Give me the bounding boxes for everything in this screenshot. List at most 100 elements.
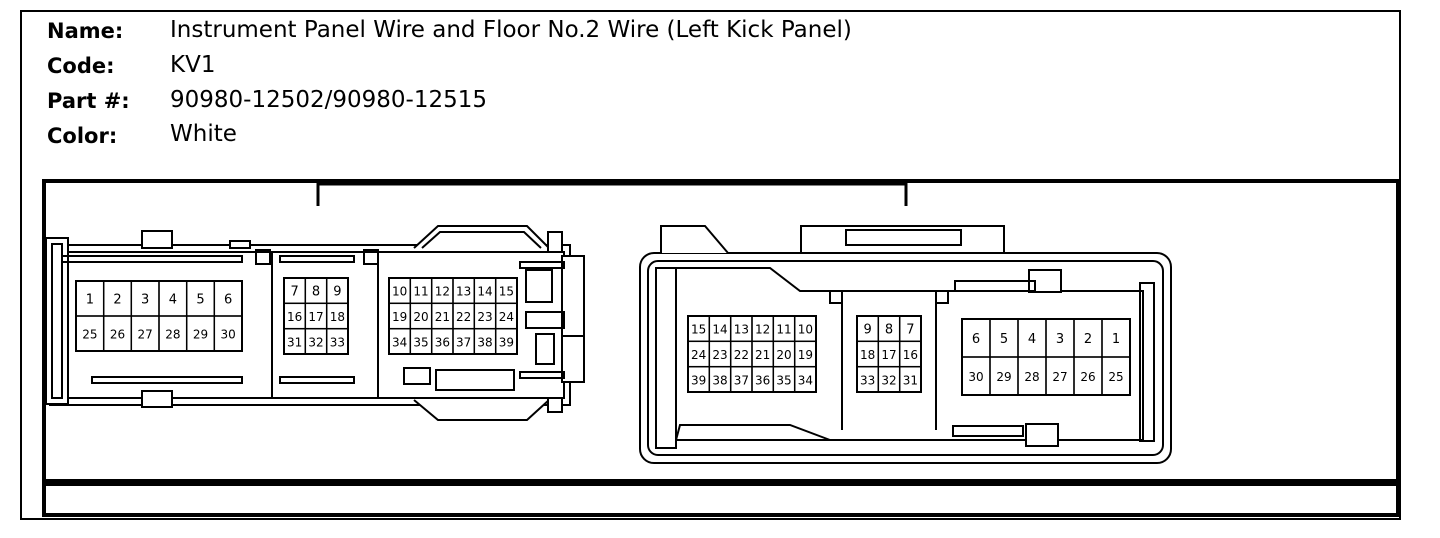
pin-number: 38 bbox=[712, 373, 727, 387]
pin-number: 39 bbox=[499, 335, 514, 349]
pin-number: 6 bbox=[972, 332, 980, 347]
pin-number: 13 bbox=[456, 285, 471, 299]
pin-number: 35 bbox=[413, 335, 428, 349]
pin-number: 31 bbox=[287, 335, 302, 349]
pin-cell bbox=[213, 315, 243, 352]
pin-number: 36 bbox=[755, 373, 770, 387]
pin-number: 21 bbox=[755, 348, 770, 362]
pin-number: 8 bbox=[885, 323, 893, 338]
pin-number: 24 bbox=[499, 310, 514, 324]
pin-number: 32 bbox=[308, 335, 323, 349]
left-pin-block-a: 1 2 3 4 5 6 25 26 27 28 29 30 bbox=[75, 280, 243, 352]
pin-number: 34 bbox=[798, 373, 813, 387]
pin-number: 1 bbox=[1112, 332, 1120, 347]
pin-number: 7 bbox=[291, 285, 299, 300]
pin-number: 26 bbox=[110, 328, 125, 342]
pin-number: 25 bbox=[1108, 370, 1123, 384]
pin-number: 33 bbox=[860, 373, 875, 387]
pin-number: 4 bbox=[1028, 332, 1036, 347]
pin-number: 17 bbox=[308, 310, 323, 324]
color-value: White bbox=[170, 121, 237, 147]
pin-number: 23 bbox=[712, 348, 727, 362]
pin-number: 11 bbox=[413, 285, 428, 299]
pin-number: 1 bbox=[86, 293, 94, 308]
pin-cell bbox=[793, 365, 817, 393]
pin-number: 8 bbox=[312, 285, 320, 300]
pin-number: 16 bbox=[287, 310, 302, 324]
pin-number: 19 bbox=[798, 348, 813, 362]
pin-number: 10 bbox=[392, 285, 407, 299]
pin-number: 37 bbox=[456, 335, 471, 349]
pin-number: 12 bbox=[755, 323, 770, 337]
pin-number: 24 bbox=[691, 348, 706, 362]
part-label: Part #: bbox=[47, 89, 130, 113]
pin-number: 13 bbox=[734, 323, 749, 337]
pin-number: 23 bbox=[477, 310, 492, 324]
pin-number: 28 bbox=[165, 328, 180, 342]
pin-number: 5 bbox=[196, 293, 204, 308]
pin-number: 14 bbox=[477, 285, 492, 299]
pin-number: 29 bbox=[996, 370, 1011, 384]
pin-number: 5 bbox=[1000, 332, 1008, 347]
pin-cell bbox=[494, 327, 518, 355]
left-connector-housing bbox=[45, 225, 585, 421]
pin-number: 37 bbox=[734, 373, 749, 387]
pin-number: 35 bbox=[776, 373, 791, 387]
pin-number: 26 bbox=[1080, 370, 1095, 384]
pin-number: 22 bbox=[734, 348, 749, 362]
part-value: 90980-12502/90980-12515 bbox=[170, 87, 488, 113]
pin-number: 7 bbox=[906, 323, 914, 338]
pin-number: 3 bbox=[141, 293, 149, 308]
pin-number: 32 bbox=[881, 373, 896, 387]
right-connector-housing bbox=[639, 225, 1172, 464]
pin-number: 20 bbox=[413, 310, 428, 324]
pin-number: 34 bbox=[392, 335, 407, 349]
pin-number: 29 bbox=[193, 328, 208, 342]
pin-number: 2 bbox=[1084, 332, 1092, 347]
pin-number: 2 bbox=[113, 293, 121, 308]
right-pin-block-a: 15 14 13 12 11 10 24 23 22 21 20 19 39 38 37 36 35 34 bbox=[687, 315, 817, 393]
pin-number: 39 bbox=[691, 373, 706, 387]
color-label: Color: bbox=[47, 124, 118, 148]
code-value: KV1 bbox=[170, 52, 216, 78]
pin-number: 19 bbox=[392, 310, 407, 324]
pin-number: 30 bbox=[221, 328, 236, 342]
pin-block-frame bbox=[856, 315, 922, 393]
pin-number: 21 bbox=[435, 310, 450, 324]
drawing-frame bbox=[42, 179, 1400, 483]
name-value: Instrument Panel Wire and Floor No.2 Wir… bbox=[170, 17, 852, 43]
pin-cell bbox=[325, 327, 349, 355]
pin-number: 25 bbox=[82, 328, 97, 342]
bottom-strip bbox=[42, 482, 1400, 517]
pin-number: 27 bbox=[138, 328, 153, 342]
pin-number: 18 bbox=[860, 348, 875, 362]
pin-number: 15 bbox=[691, 323, 706, 337]
pin-number: 3 bbox=[1056, 332, 1064, 347]
pin-number: 14 bbox=[712, 323, 727, 337]
pin-cell bbox=[1101, 356, 1131, 396]
name-label: Name: bbox=[47, 19, 124, 43]
pin-number: 12 bbox=[435, 285, 450, 299]
pairing-bracket bbox=[316, 182, 908, 206]
pin-number: 6 bbox=[224, 293, 232, 308]
pin-number: 11 bbox=[776, 323, 791, 337]
pin-number: 22 bbox=[456, 310, 471, 324]
pin-number: 27 bbox=[1052, 370, 1067, 384]
pin-number: 36 bbox=[435, 335, 450, 349]
pin-number: 16 bbox=[903, 348, 918, 362]
pin-number: 15 bbox=[499, 285, 514, 299]
pin-number: 17 bbox=[881, 348, 896, 362]
pin-number: 33 bbox=[330, 335, 345, 349]
pin-number: 10 bbox=[798, 323, 813, 337]
pin-number: 20 bbox=[776, 348, 791, 362]
pin-cell bbox=[898, 365, 922, 393]
pin-number: 4 bbox=[169, 293, 177, 308]
pin-number: 18 bbox=[330, 310, 345, 324]
